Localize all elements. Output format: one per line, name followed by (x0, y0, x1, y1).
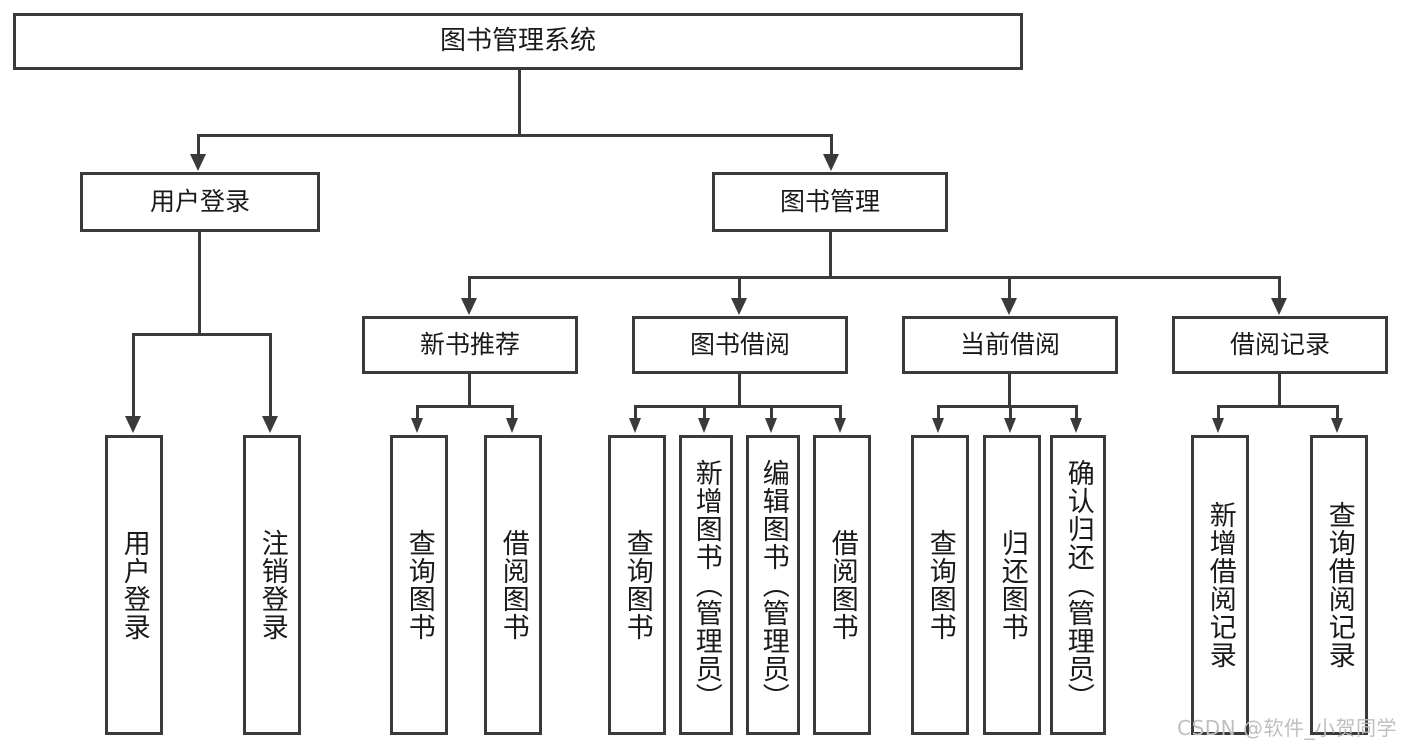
leaf-edit-book-admin[interactable]: 编辑图书（管理员） (746, 435, 800, 735)
connector-book-borrow-bus (634, 405, 842, 408)
node-label: 借阅图书 (497, 529, 529, 641)
node-label: 查询图书 (621, 529, 653, 641)
connector-current-borrow-stem (1008, 374, 1011, 408)
arrowhead-bm-borrow-record (1271, 298, 1287, 315)
node-label: 图书管理 (779, 187, 880, 217)
leaf-borrow-book-new[interactable]: 借阅图书 (484, 435, 542, 735)
connector-cb-to-leaf-1 (937, 405, 940, 419)
node-book-management-system[interactable]: 图书管理系统 (13, 13, 1023, 70)
connector-user-login-bus (132, 333, 272, 336)
connector-book-management-bus (468, 276, 1280, 279)
node-label: 图书借阅 (689, 330, 790, 360)
node-new-book-recommend[interactable]: 新书推荐 (362, 316, 578, 374)
leaf-return-book[interactable]: 归还图书 (983, 435, 1041, 735)
leaf-query-book-new[interactable]: 查询图书 (390, 435, 448, 735)
node-borrow-record[interactable]: 借阅记录 (1172, 316, 1388, 374)
arrowhead-bb-leaf-4 (834, 418, 846, 433)
connector-nb-to-leaf-2 (511, 405, 514, 419)
connector-bm-to-borrow-record (1278, 276, 1281, 300)
connector-new-book-stem (468, 374, 471, 408)
leaf-query-book-borrow[interactable]: 查询图书 (608, 435, 666, 735)
node-label: 图书管理系统 (439, 26, 596, 57)
connector-bb-to-leaf-2 (703, 405, 706, 419)
arrowhead-root-to-book-management (823, 154, 839, 171)
connector-cb-to-leaf-2 (1009, 405, 1012, 419)
node-label: 查询图书 (403, 529, 435, 641)
connector-book-management-stem (829, 232, 832, 278)
connector-bm-to-current-borrow (1008, 276, 1011, 300)
connector-root-to-book-management (830, 134, 833, 156)
arrowhead-bb-leaf-1 (629, 418, 641, 433)
arrowhead-user-login-leaf-2 (262, 416, 278, 433)
node-label: 查询图书 (924, 529, 956, 641)
connector-user-login-to-leaf-2 (269, 333, 272, 418)
connector-bb-to-leaf-4 (839, 405, 842, 419)
arrowhead-nb-leaf-2 (506, 418, 518, 433)
node-label: 注销登录 (256, 529, 288, 641)
connector-borrow-record-bus (1217, 405, 1339, 408)
connector-bb-to-leaf-3 (770, 405, 773, 419)
leaf-user-login[interactable]: 用户登录 (105, 435, 163, 735)
leaf-borrow-book[interactable]: 借阅图书 (813, 435, 871, 735)
leaf-query-book-current[interactable]: 查询图书 (911, 435, 969, 735)
node-label: 借阅图书 (826, 529, 858, 641)
connector-bm-to-book-borrow (738, 276, 741, 300)
connector-root-bus (197, 134, 833, 137)
arrowhead-root-to-user-login (190, 154, 206, 171)
arrowhead-bb-leaf-2 (698, 418, 710, 433)
node-current-borrow[interactable]: 当前借阅 (902, 316, 1118, 374)
node-label: 新增图书（管理员） (690, 459, 722, 711)
leaf-confirm-return-admin[interactable]: 确认归还（管理员） (1050, 435, 1106, 735)
connector-bm-to-new-book (468, 276, 471, 300)
connector-book-borrow-stem (738, 374, 741, 408)
node-label: 编辑图书（管理员） (757, 459, 789, 711)
connector-current-borrow-bus (937, 405, 1076, 408)
arrowhead-bm-new-book (461, 298, 477, 315)
connector-root-stem (518, 70, 521, 136)
node-book-management[interactable]: 图书管理 (712, 172, 948, 232)
leaf-add-borrow-record[interactable]: 新增借阅记录 (1191, 435, 1249, 735)
node-label: 新增借阅记录 (1204, 501, 1236, 669)
connector-cb-to-leaf-3 (1075, 405, 1078, 419)
arrowhead-cb-leaf-3 (1070, 418, 1082, 433)
connector-user-login-stem (198, 232, 201, 336)
node-user-login[interactable]: 用户登录 (80, 172, 320, 232)
arrowhead-cb-leaf-1 (932, 418, 944, 433)
leaf-query-borrow-record[interactable]: 查询借阅记录 (1310, 435, 1368, 735)
arrowhead-bm-book-borrow (731, 298, 747, 315)
connector-new-book-bus (416, 405, 514, 408)
connector-user-login-to-leaf-1 (132, 333, 135, 418)
node-label: 用户登录 (118, 529, 150, 641)
arrowhead-user-login-leaf-1 (125, 416, 141, 433)
node-book-borrow[interactable]: 图书借阅 (632, 316, 848, 374)
node-label: 新书推荐 (419, 330, 520, 360)
arrowhead-nb-leaf-1 (411, 418, 423, 433)
node-label: 查询借阅记录 (1323, 501, 1355, 669)
connector-nb-to-leaf-1 (416, 405, 419, 419)
arrowhead-bm-current-borrow (1001, 298, 1017, 315)
leaf-add-book-admin[interactable]: 新增图书（管理员） (679, 435, 733, 735)
connector-borrow-record-stem (1278, 374, 1281, 408)
arrowhead-bb-leaf-3 (765, 418, 777, 433)
arrowhead-cb-leaf-2 (1004, 418, 1016, 433)
connector-bb-to-leaf-1 (634, 405, 637, 419)
node-label: 借阅记录 (1229, 330, 1330, 360)
connector-root-to-user-login (197, 134, 200, 156)
node-label: 归还图书 (996, 529, 1028, 641)
connector-br-to-leaf-2 (1336, 405, 1339, 419)
node-label: 当前借阅 (959, 330, 1060, 360)
node-label: 用户登录 (149, 187, 250, 217)
arrowhead-br-leaf-1 (1212, 418, 1224, 433)
connector-br-to-leaf-1 (1217, 405, 1220, 419)
arrowhead-br-leaf-2 (1331, 418, 1343, 433)
leaf-logout[interactable]: 注销登录 (243, 435, 301, 735)
node-label: 确认归还（管理员） (1062, 459, 1094, 711)
